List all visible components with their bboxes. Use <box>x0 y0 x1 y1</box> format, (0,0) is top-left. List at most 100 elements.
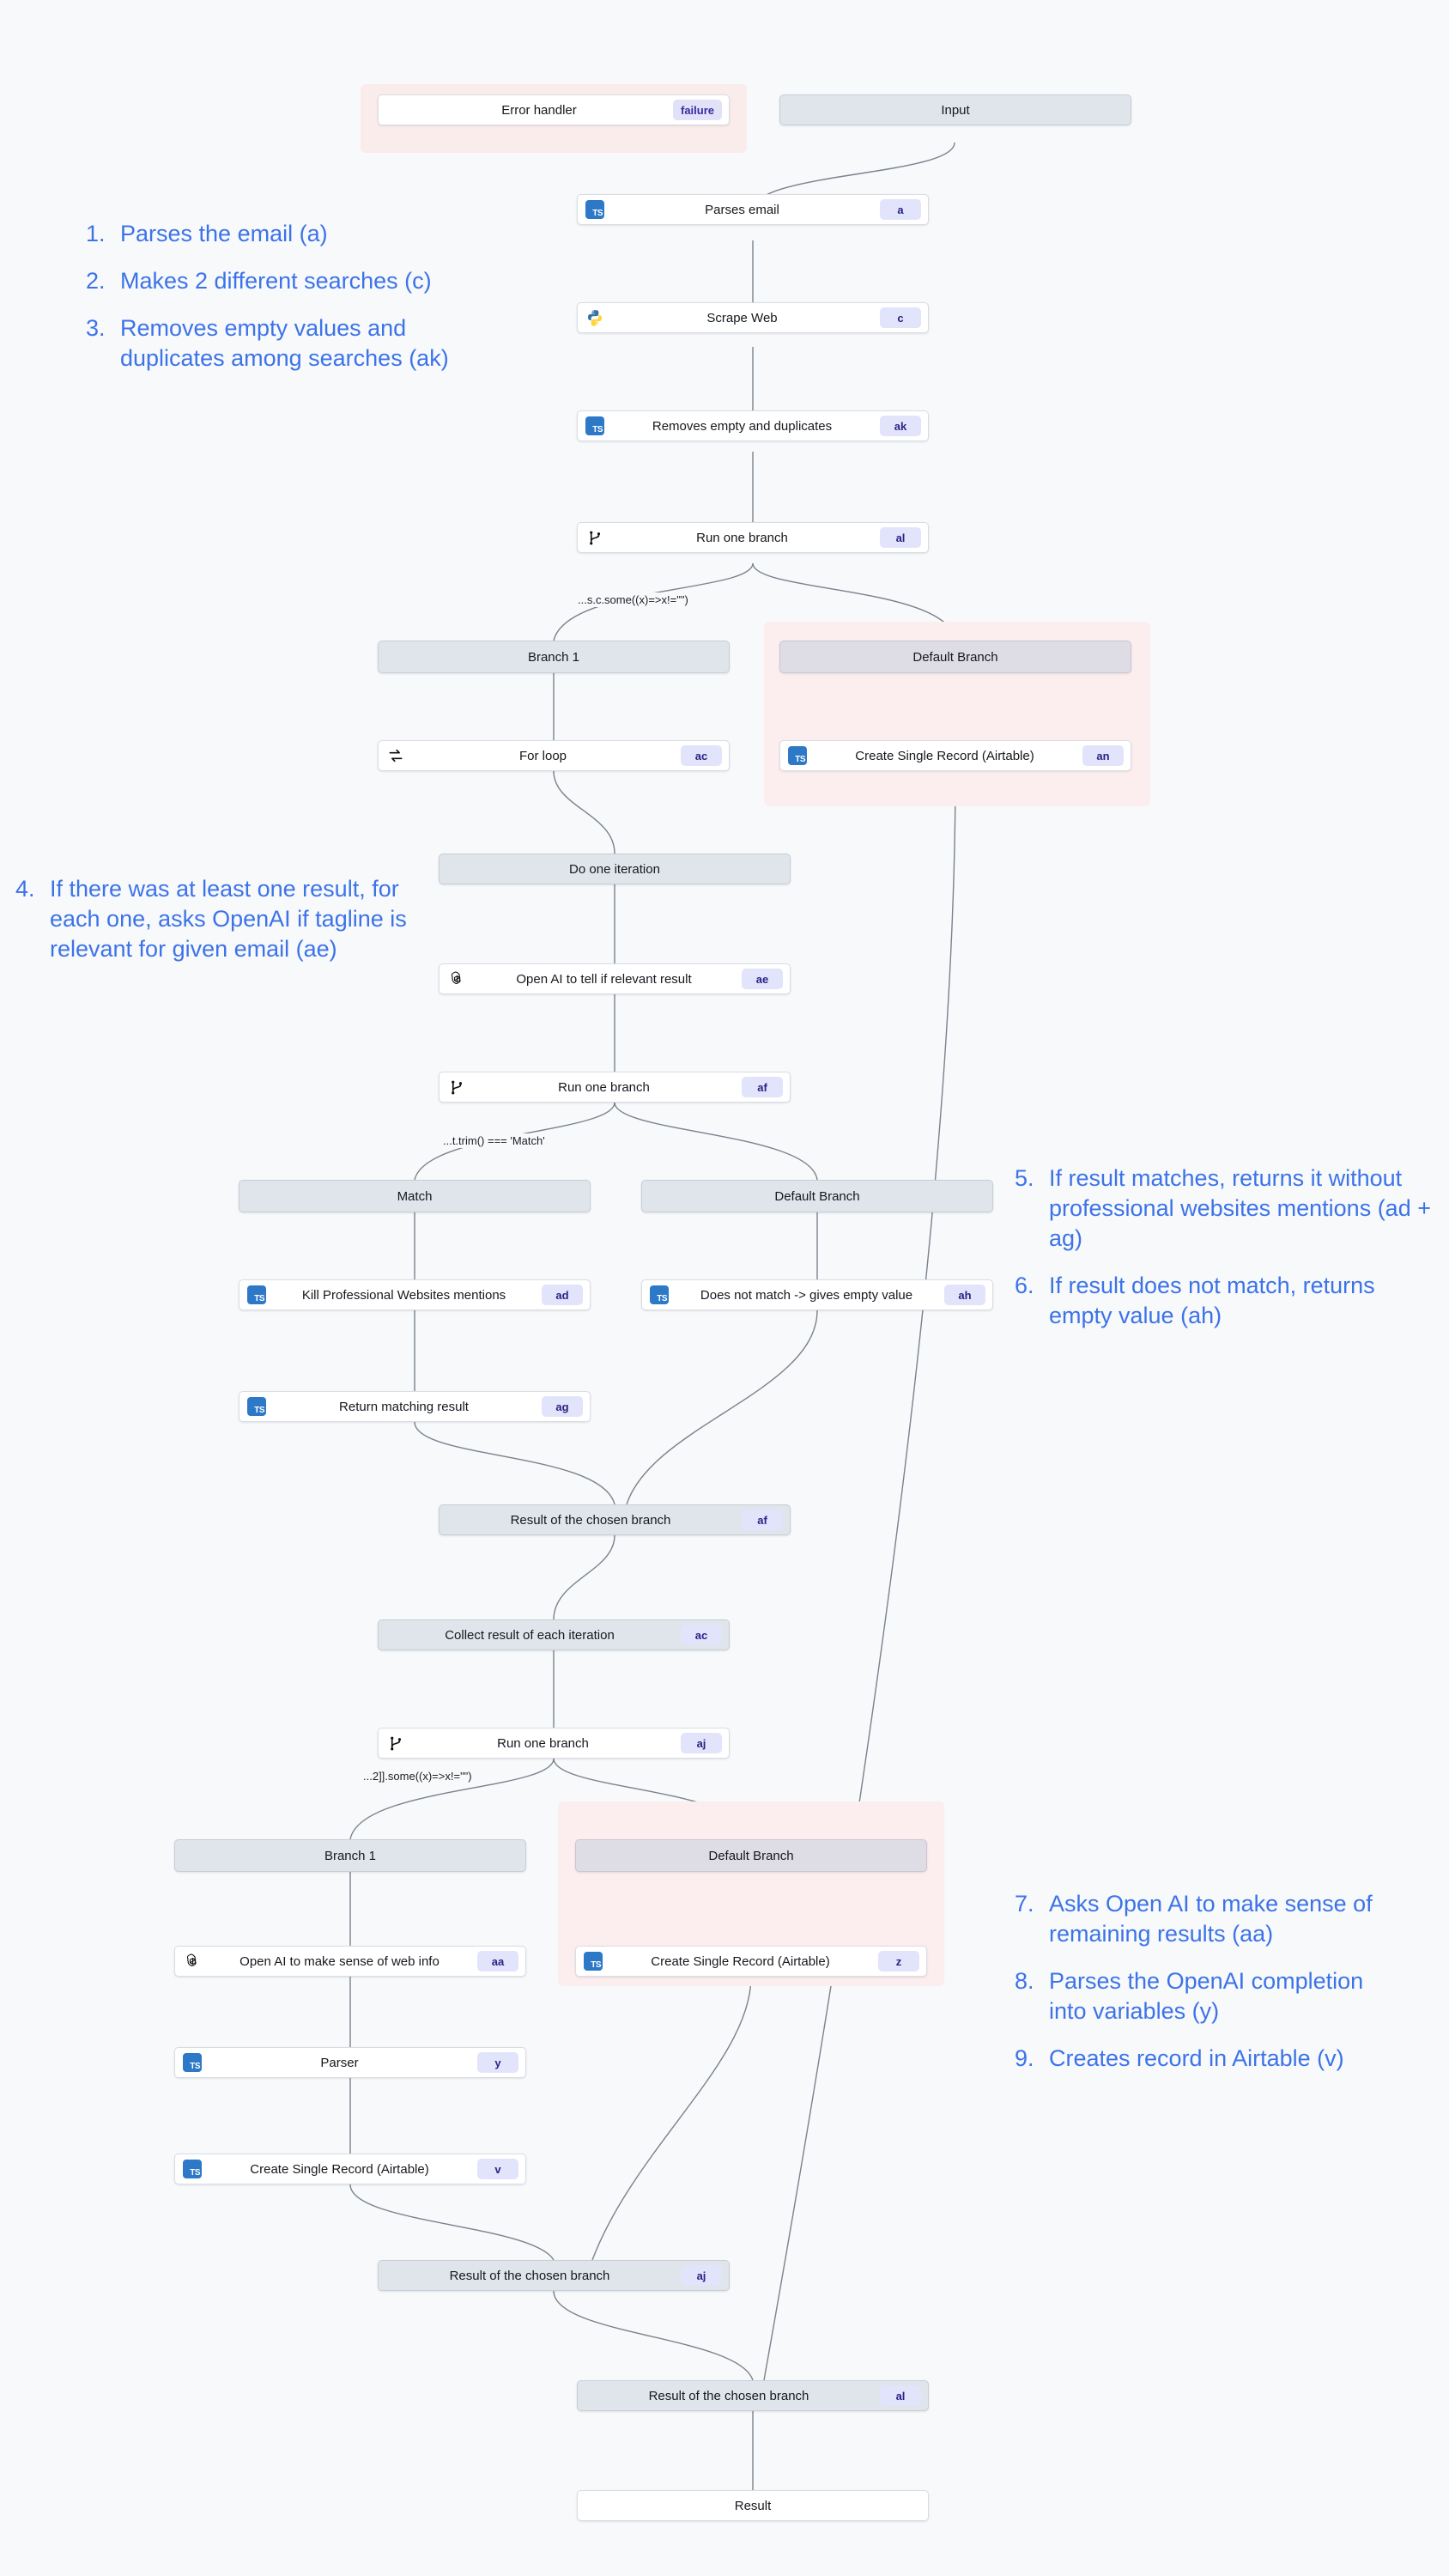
node-badge: ad <box>542 1285 583 1305</box>
node-label: Default Branch <box>708 1848 794 1863</box>
typescript-icon: TS <box>183 2053 202 2072</box>
node-run-one-branch-al[interactable]: Run one branch al <box>577 522 929 553</box>
node-label: Collect result of each iteration <box>445 1627 615 1643</box>
annotation-item: 8. Parses the OpenAI completion into var… <box>1015 1966 1384 2026</box>
node-branch1-bottom[interactable]: Branch 1 <box>174 1839 526 1872</box>
node-label: For loop <box>518 748 567 763</box>
edge-condition-al: ...s.c.some((x)=>x!="") <box>573 592 693 607</box>
annotation-item: 5. If result matches, returns it without… <box>1015 1163 1435 1254</box>
node-label: Create Single Record (Airtable) <box>855 748 1034 763</box>
node-openai-relevant-result[interactable]: Open AI to tell if relevant result ae <box>439 963 791 994</box>
node-label: Return matching result <box>339 1399 469 1414</box>
node-error-handler[interactable]: Error handler failure <box>378 94 730 125</box>
node-badge: af <box>742 1077 783 1097</box>
annotation-text: If result matches, returns it without pr… <box>1049 1165 1431 1252</box>
typescript-icon: TS <box>247 1285 266 1304</box>
node-run-one-branch-af[interactable]: Run one branch af <box>439 1072 791 1103</box>
node-label: Error handler <box>501 102 577 118</box>
annotation-list-right-mid: 5. If result matches, returns it without… <box>1015 1163 1435 1331</box>
annotation-list-left-top: 1. Parses the email (a) 2. Makes 2 diffe… <box>86 219 515 374</box>
node-run-one-branch-aj[interactable]: Run one branch aj <box>378 1728 730 1759</box>
node-openai-make-sense[interactable]: Open AI to make sense of web info aa <box>174 1946 526 1977</box>
branch-icon <box>386 1734 405 1753</box>
node-collect-result-each-iteration[interactable]: Collect result of each iteration ac <box>378 1619 730 1650</box>
node-label: Scrape Web <box>706 310 778 325</box>
node-badge: al <box>880 2385 921 2406</box>
typescript-icon: TS <box>788 746 807 765</box>
node-result[interactable]: Result <box>577 2490 929 2521</box>
node-parser[interactable]: TS Parser y <box>174 2047 526 2078</box>
annotation-text: Removes empty values and duplicates amon… <box>120 315 449 372</box>
node-do-one-iteration[interactable]: Do one iteration <box>439 854 791 884</box>
node-badge: ac <box>681 745 722 766</box>
node-default-branch-bottom[interactable]: Default Branch <box>575 1839 927 1872</box>
node-result-chosen-branch-af[interactable]: Result of the chosen branch af <box>439 1504 791 1535</box>
node-label: Create Single Record (Airtable) <box>250 2161 429 2177</box>
node-does-not-match[interactable]: TS Does not match -> gives empty value a… <box>641 1279 993 1310</box>
openai-icon <box>447 969 466 988</box>
node-create-single-record-an[interactable]: TS Create Single Record (Airtable) an <box>779 740 1131 771</box>
branch-icon <box>447 1078 466 1097</box>
node-label: Run one branch <box>497 1735 589 1751</box>
node-badge: z <box>878 1951 919 1971</box>
annotation-text: Parses the OpenAI completion into variab… <box>1049 1968 1364 2025</box>
node-result-chosen-branch-al[interactable]: Result of the chosen branch al <box>577 2380 929 2411</box>
branch-icon <box>585 528 604 547</box>
node-badge: ag <box>542 1396 583 1417</box>
node-label: Branch 1 <box>527 649 580 665</box>
node-default-branch-top[interactable]: Default Branch <box>779 641 1131 673</box>
annotation-number: 1. <box>86 221 106 246</box>
node-return-matching-result[interactable]: TS Return matching result ag <box>239 1391 591 1422</box>
annotation-text: If there was at least one result, for ea… <box>50 876 407 963</box>
node-input[interactable]: Input <box>779 94 1131 125</box>
typescript-icon: TS <box>247 1397 266 1416</box>
annotation-text: Creates record in Airtable (v) <box>1049 2045 1344 2072</box>
python-icon <box>585 308 604 327</box>
annotation-number: 5. <box>1015 1165 1034 1191</box>
node-badge: ac <box>681 1625 722 1645</box>
node-for-loop[interactable]: For loop ac <box>378 740 730 771</box>
node-match-branch[interactable]: Match <box>239 1180 591 1212</box>
annotation-number: 9. <box>1015 2045 1034 2072</box>
node-result-chosen-branch-aj[interactable]: Result of the chosen branch aj <box>378 2260 730 2291</box>
node-badge: v <box>477 2159 518 2179</box>
typescript-icon: TS <box>183 2160 202 2178</box>
node-label: Match <box>397 1188 433 1204</box>
annotation-item: 7. Asks Open AI to make sense of remaini… <box>1015 1889 1384 1949</box>
node-label: Input <box>941 102 970 118</box>
node-label: Default Branch <box>912 649 998 665</box>
annotation-text: Makes 2 different searches (c) <box>120 268 432 295</box>
node-label: Run one branch <box>696 530 788 545</box>
node-badge: ak <box>880 416 921 436</box>
node-badge: failure <box>672 100 722 120</box>
node-default-branch-mid[interactable]: Default Branch <box>641 1180 993 1212</box>
annotation-text: Parses the email (a) <box>120 221 328 246</box>
node-create-single-record-z[interactable]: TS Create Single Record (Airtable) z <box>575 1946 927 1977</box>
loop-icon <box>386 746 405 765</box>
node-badge: ah <box>944 1285 985 1305</box>
node-removes-empty-duplicates[interactable]: TS Removes empty and duplicates ak <box>577 410 929 441</box>
annotation-number: 8. <box>1015 1968 1034 1995</box>
node-kill-professional-websites[interactable]: TS Kill Professional Websites mentions a… <box>239 1279 591 1310</box>
node-scrape-web[interactable]: Scrape Web c <box>577 302 929 333</box>
node-label: Default Branch <box>774 1188 860 1204</box>
node-label: Open AI to make sense of web info <box>239 1953 440 1969</box>
node-parses-email[interactable]: TS Parses email a <box>577 194 929 225</box>
node-badge: c <box>880 307 921 328</box>
node-badge: aj <box>681 1733 722 1753</box>
typescript-icon: TS <box>585 200 604 219</box>
node-badge: af <box>742 1510 783 1530</box>
node-branch1-top[interactable]: Branch 1 <box>378 641 730 673</box>
node-label: Parses email <box>705 202 779 217</box>
node-badge: aj <box>681 2265 722 2286</box>
node-badge: a <box>880 199 921 220</box>
node-create-single-record-v[interactable]: TS Create Single Record (Airtable) v <box>174 2154 526 2184</box>
typescript-icon: TS <box>584 1952 603 1971</box>
node-label: Do one iteration <box>569 861 660 877</box>
annotation-text: If result does not match, returns empty … <box>1049 1273 1375 1329</box>
node-badge: an <box>1082 745 1124 766</box>
openai-icon <box>183 1952 202 1971</box>
annotation-number: 7. <box>1015 1891 1034 1917</box>
node-label: Kill Professional Websites mentions <box>301 1287 506 1303</box>
